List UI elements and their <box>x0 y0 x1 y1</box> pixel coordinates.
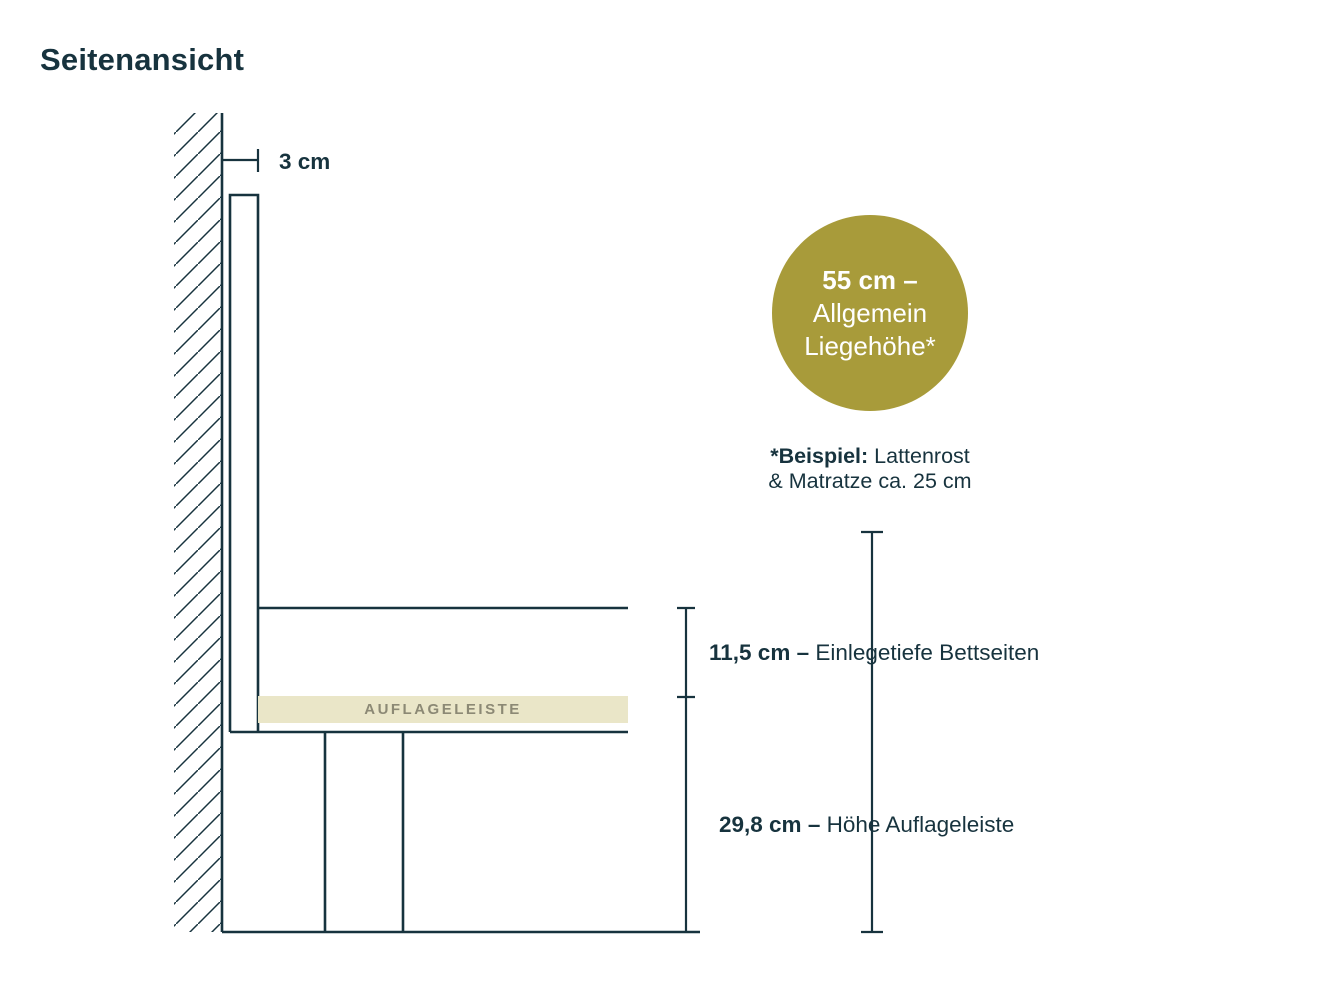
lying-height-badge: 55 cm – Allgemein Liegehöhe* <box>772 215 968 411</box>
rail-height-value: 29,8 cm – <box>719 812 821 837</box>
badge-value: 55 cm – <box>822 264 918 295</box>
headboard-panel-outline <box>228 193 260 732</box>
rail-height-text: Höhe Auflageleiste <box>820 812 1015 837</box>
insert-depth-value: 11,5 cm – <box>709 640 810 665</box>
footnote-line-2: & Matratze ca. 25 cm <box>768 469 972 493</box>
badge-text-line-1: Allgemein <box>812 297 928 328</box>
wall-hatching <box>174 113 222 932</box>
badge-text-line-2: Liegehöhe* <box>804 330 936 361</box>
support-rail-bar <box>258 696 628 723</box>
footnote-lead: *Beispiel: <box>770 444 869 468</box>
footnote-line-1: *Beispiel: Lattenrost <box>645 444 1095 469</box>
page-title: Seitenansicht <box>40 42 245 77</box>
insert-depth-dimension-label: 11,5 cm – Einlegetiefe Bettseiten <box>709 640 1039 666</box>
footnote-rest: Lattenrost <box>868 444 970 468</box>
wall-gap-dimension-label: 3 cm <box>279 149 330 175</box>
rail-height-dimension-label: 29,8 cm – Höhe Auflageleiste <box>719 812 1014 838</box>
support-rail-label: AUFLAGELEISTE <box>364 701 522 718</box>
insert-depth-text: Einlegetiefe Bettseiten <box>809 640 1040 665</box>
wall-gap-value: 3 cm <box>279 149 331 174</box>
badge-footnote: *Beispiel: Lattenrost & Matratze ca. 25 … <box>645 444 1095 494</box>
